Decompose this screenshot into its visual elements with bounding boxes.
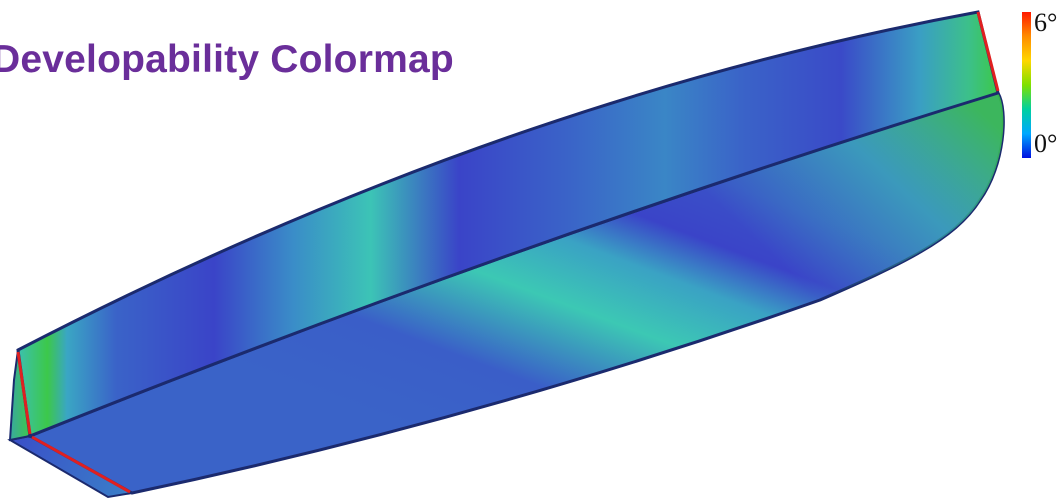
hull-side-surface	[16, 10, 1000, 439]
legend-min-label: 0°	[1034, 129, 1058, 158]
ruling-line-bottom	[31, 435, 131, 494]
colormap-title: Developability Colormap	[0, 38, 454, 81]
ruling-line-bow	[976, 11, 1000, 92]
colormap-legend-bar	[1022, 12, 1031, 158]
hull-lower-surface-tip-shade	[700, 93, 1004, 300]
ruling-line-stern	[16, 351, 32, 435]
legend-max-label: 6°	[1034, 8, 1058, 37]
